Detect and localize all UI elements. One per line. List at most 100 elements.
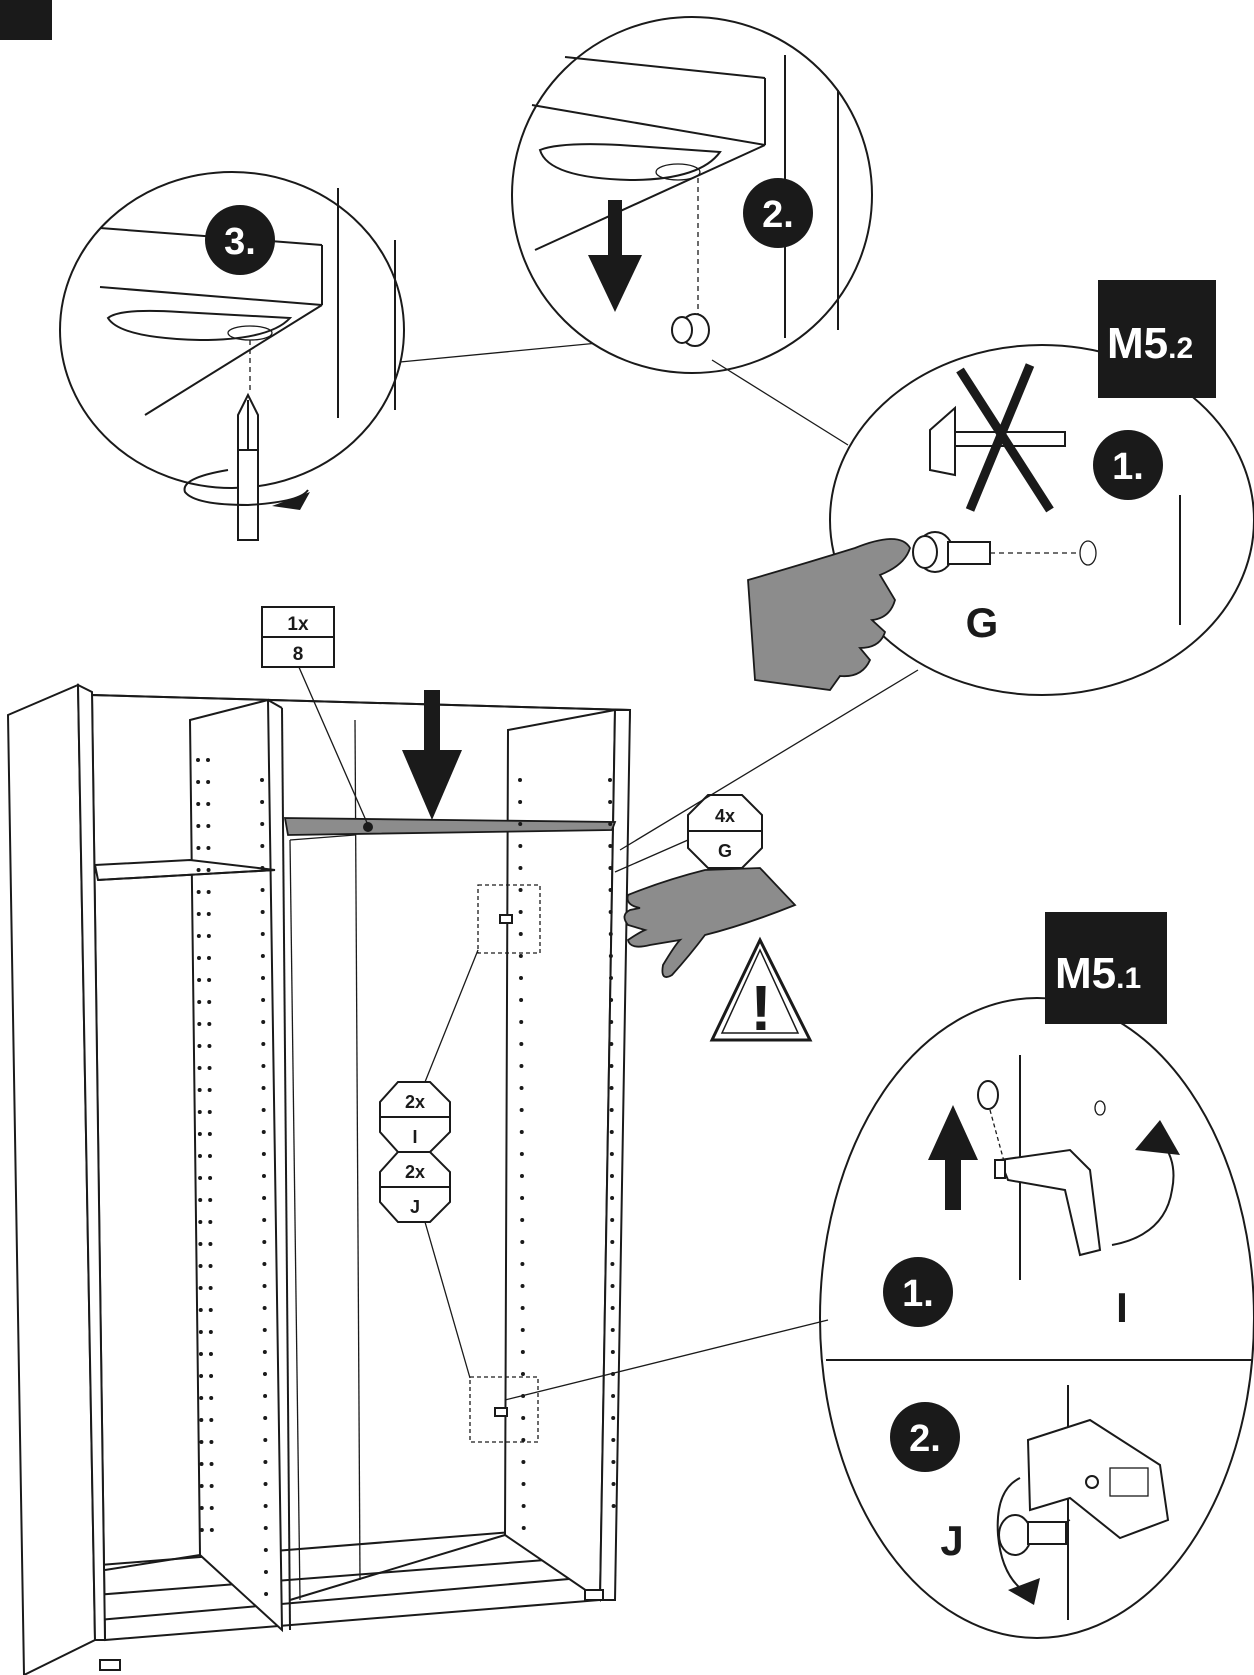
drill-hole [518,778,522,782]
drill-hole [199,1374,204,1378]
drill-hole [262,1328,267,1332]
drill-hole [520,1350,525,1354]
drill-hole [263,1416,268,1420]
drill-hole [518,932,523,936]
drill-hole [608,778,612,782]
part-label-j: 2x J [379,1151,451,1223]
drill-hole [199,1418,204,1422]
drill-hole [197,1110,202,1114]
drill-hole [208,1242,213,1246]
m51-sub: .1 [1116,962,1141,995]
module-badge-m51: M5.1 [1045,912,1167,1024]
drill-hole [196,780,201,784]
drill-hole [209,1506,214,1510]
drill-hole [196,824,201,828]
part-label-g: 4x G [687,794,763,869]
g-id: G [718,841,732,861]
j-id: J [410,1197,420,1217]
drill-hole [207,1088,212,1092]
drill-hole [610,1328,615,1332]
drill-hole [260,822,265,826]
drill-hole [198,1176,203,1180]
hinge-box-upper [477,884,541,954]
shelf-id: 8 [293,644,304,665]
drill-hole [208,1286,213,1290]
drill-hole [197,1132,202,1136]
drill-hole [264,1592,269,1596]
drill-hole [260,910,265,914]
drill-hole [263,1438,268,1442]
drill-hole [520,1328,525,1332]
drill-hole [206,934,211,938]
drill-hole [198,1220,203,1224]
drill-hole [198,1198,203,1202]
drill-hole [611,1504,616,1508]
drill-hole [260,932,265,936]
drill-hole [521,1482,526,1486]
drill-hole [196,934,201,938]
drill-hole [263,1394,268,1398]
drill-hole [609,1064,614,1068]
drill-hole [199,1484,204,1488]
drill-hole [209,1484,214,1488]
drill-hole [611,1438,616,1442]
drill-hole [263,1548,268,1552]
drill-hole [609,1042,614,1046]
drill-hole [610,1240,615,1244]
drill-hole [262,1218,267,1222]
drill-hole [520,1284,525,1288]
svg-text:M5.2: M5.2 [1107,319,1193,368]
drill-hole [520,1262,525,1266]
drill-hole [206,956,211,960]
drill-hole [198,1330,203,1334]
hinge-box-lower [469,1376,539,1443]
drill-hole [199,1396,204,1400]
drill-hole [610,1196,615,1200]
drill-hole [518,800,523,804]
drill-hole [261,1042,266,1046]
drill-hole [520,1218,525,1222]
drill-hole [206,912,211,916]
drill-hole [207,1044,212,1048]
drill-hole [196,802,201,806]
step3-label: 3. [224,221,256,263]
drill-hole [209,1462,214,1466]
j-qty: 2x [405,1162,425,1182]
part-label-i: 2x I [379,1081,451,1153]
drill-hole [518,844,523,848]
drill-hole [520,1196,525,1200]
hand-holding-panel [623,867,797,978]
drill-hole [518,910,523,914]
drill-hole [519,1042,524,1046]
shelf-qty: 1x [287,614,309,635]
drill-hole [519,1152,524,1156]
drill-hole [518,822,523,826]
drill-hole [609,1174,614,1178]
drill-hole [207,1000,212,1004]
module-badge-m52: M5.2 [1098,280,1216,398]
m51-step1-label: 1. [902,1273,934,1315]
drill-hole [206,890,211,894]
drill-hole [209,1528,214,1532]
drill-hole [196,868,201,872]
drill-hole [208,1352,213,1356]
drill-hole [199,1440,204,1444]
drill-hole [206,846,211,850]
m52-sub: .2 [1168,332,1193,365]
drill-hole [206,868,211,872]
drill-hole [608,844,613,848]
drill-hole [518,976,523,980]
drill-hole [521,1416,526,1420]
drill-hole [260,954,265,958]
drill-hole [261,1130,266,1134]
detail-step2-insert-cam: 2. [511,16,873,374]
detail-m51-hinge: I 1. J 2. [819,997,1254,1639]
drill-hole [520,1372,525,1376]
drill-hole [608,976,613,980]
drill-hole [199,1506,204,1510]
part-label-shelf: 1x 8 [261,606,335,668]
drill-hole [198,1264,203,1268]
drill-hole [196,846,201,850]
drill-hole [261,1108,266,1112]
